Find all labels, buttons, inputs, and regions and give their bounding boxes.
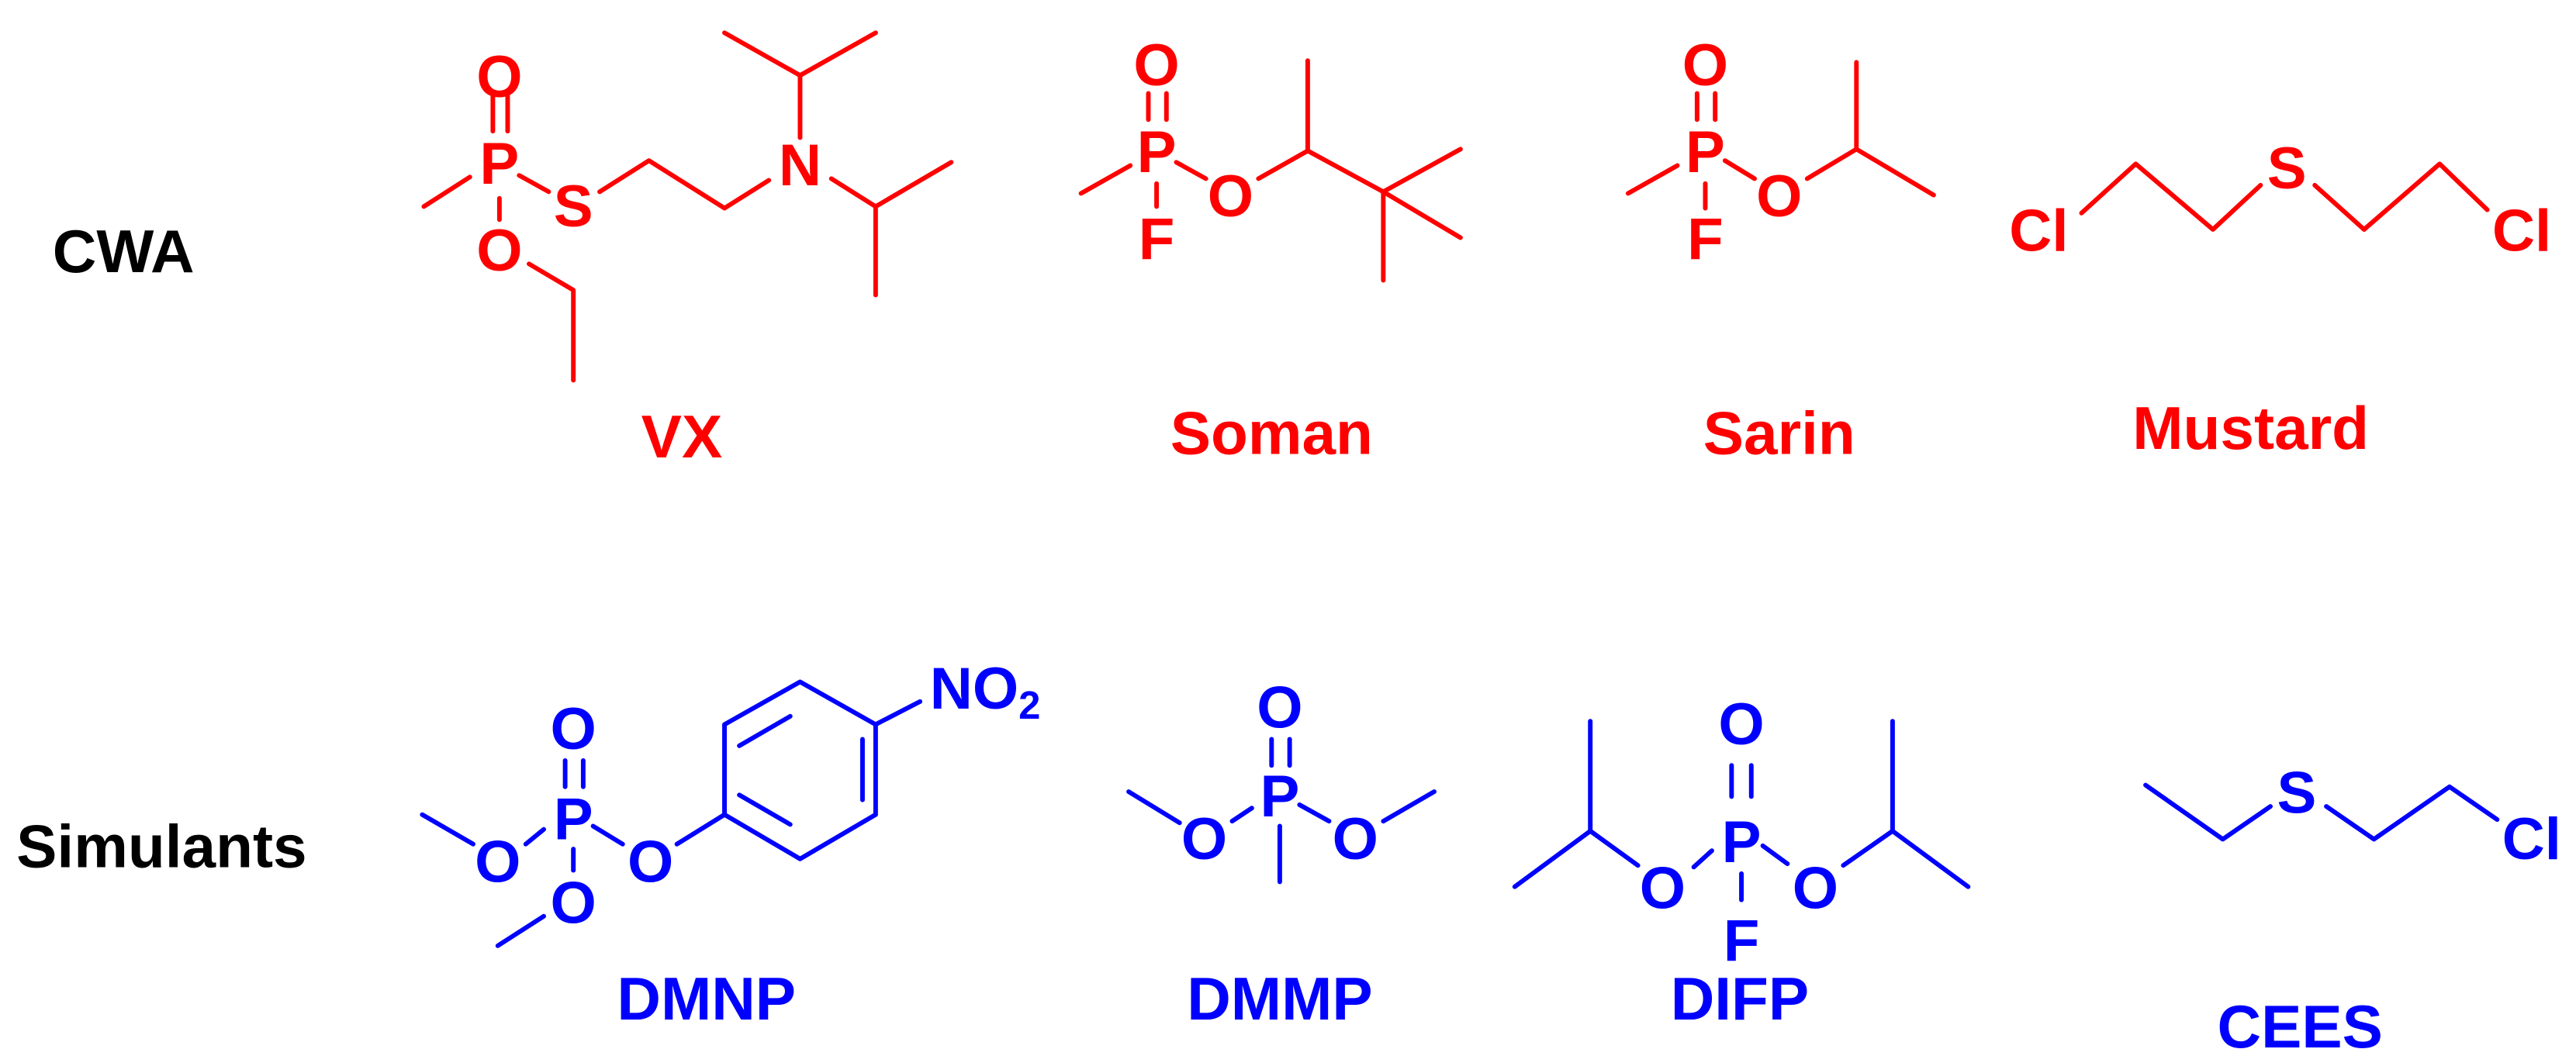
atom-o: O bbox=[1257, 675, 1302, 741]
atom-p: P bbox=[554, 787, 593, 853]
isopropyl-left bbox=[1512, 828, 1641, 889]
compound-label-mustard: Mustard bbox=[2132, 394, 2369, 462]
bond bbox=[523, 826, 547, 847]
atom-o: O bbox=[1682, 33, 1728, 98]
bond bbox=[590, 823, 625, 847]
atom-o: O bbox=[1793, 855, 1838, 921]
benzene-ring bbox=[722, 679, 878, 861]
bond bbox=[1381, 147, 1463, 195]
bond bbox=[674, 812, 727, 847]
atom-o: O bbox=[1181, 806, 1227, 872]
structure-dmmp: O P O O DMMP bbox=[1126, 675, 1437, 1033]
bond bbox=[1078, 163, 1133, 196]
atom-o: O bbox=[1756, 164, 1802, 229]
bond bbox=[420, 812, 475, 847]
compound-label-dmmp: DMMP bbox=[1187, 964, 1372, 1033]
atom-o: O bbox=[1640, 855, 1686, 921]
atom-cl: Cl bbox=[2009, 198, 2068, 264]
nitro-group: NO2 bbox=[930, 655, 1041, 726]
row-label-simulants: Simulants bbox=[16, 812, 306, 880]
isopropyl-right bbox=[873, 160, 954, 298]
structure-sarin: O P F O Sarin bbox=[1625, 33, 1936, 468]
atom-cl: Cl bbox=[2492, 198, 2551, 264]
atom-n: N bbox=[779, 133, 821, 198]
bond bbox=[873, 699, 923, 727]
compound-label-vx: VX bbox=[641, 402, 723, 471]
bond bbox=[1691, 848, 1714, 870]
row-label-cwa: CWA bbox=[53, 217, 195, 285]
bond bbox=[421, 174, 472, 209]
bond bbox=[1625, 163, 1680, 196]
bond bbox=[1229, 806, 1254, 824]
atom-p: P bbox=[479, 131, 519, 197]
atom-o: O bbox=[1718, 692, 1764, 757]
compound-label-soman: Soman bbox=[1170, 399, 1373, 468]
atom-cl: Cl bbox=[2502, 806, 2561, 872]
structure-difp: O P O O F DIFP bbox=[1512, 692, 1971, 1033]
atom-o: O bbox=[476, 218, 522, 284]
bond bbox=[1760, 843, 1790, 867]
structure-cees: S Cl CEES bbox=[2143, 761, 2561, 1049]
atom-o: O bbox=[551, 870, 596, 936]
simulants-row: Simulants O P O O O NO2 DMNP bbox=[16, 655, 2561, 1049]
bond-chain bbox=[2324, 784, 2500, 842]
atom-f: F bbox=[1687, 206, 1724, 272]
atom-o: O bbox=[475, 830, 520, 895]
bond bbox=[1381, 789, 1437, 824]
bond bbox=[517, 173, 552, 195]
compound-label-difp: DIFP bbox=[1671, 964, 1809, 1033]
bond bbox=[1722, 158, 1757, 181]
atom-o: O bbox=[1133, 33, 1179, 98]
atom-p: P bbox=[1686, 119, 1725, 185]
bond bbox=[495, 913, 547, 948]
isopropyl-right bbox=[1841, 828, 1971, 889]
bond bbox=[1174, 160, 1208, 181]
compound-label-dmnp: DMNP bbox=[617, 964, 796, 1033]
compound-label-cees: CEES bbox=[2217, 992, 2382, 1049]
bond bbox=[1126, 789, 1182, 826]
atom-s: S bbox=[554, 174, 593, 240]
structure-soman: O P F O Soman bbox=[1078, 33, 1463, 468]
atom-o: O bbox=[476, 44, 522, 110]
bond-chain bbox=[597, 158, 772, 211]
bond bbox=[828, 176, 878, 209]
structure-vx: O P S N O VX bbox=[421, 30, 954, 471]
bond-chain bbox=[1256, 148, 1386, 195]
bond bbox=[737, 713, 793, 748]
structure-mustard: Cl S Cl Mustard bbox=[2009, 136, 2551, 462]
bond bbox=[1297, 802, 1332, 824]
ethyl bbox=[527, 261, 576, 383]
bond bbox=[737, 792, 793, 827]
atom-o: O bbox=[628, 830, 673, 895]
atom-s: S bbox=[2267, 136, 2307, 202]
atom-p: P bbox=[1722, 809, 1762, 875]
atom-s: S bbox=[2277, 761, 2317, 826]
atom-p: P bbox=[1137, 119, 1177, 185]
atom-f: F bbox=[1139, 206, 1175, 272]
atom-o: O bbox=[1333, 806, 1378, 872]
atom-o: O bbox=[551, 696, 596, 762]
bond-chain bbox=[2143, 782, 2273, 842]
bond-chain bbox=[1804, 147, 1936, 198]
compound-label-sarin: Sarin bbox=[1703, 399, 1855, 468]
isopropyl-top bbox=[722, 30, 878, 78]
cwa-row: CWA O P S N O VX bbox=[53, 30, 2551, 471]
bond bbox=[1381, 189, 1463, 240]
structure-dmnp: O P O O O NO2 DMNP bbox=[420, 655, 1041, 1033]
bond-chain bbox=[2079, 161, 2263, 232]
atom-o: O bbox=[1208, 164, 1253, 229]
atom-f: F bbox=[1724, 908, 1760, 974]
bond-chain bbox=[2312, 161, 2490, 232]
atom-p: P bbox=[1260, 764, 1299, 830]
